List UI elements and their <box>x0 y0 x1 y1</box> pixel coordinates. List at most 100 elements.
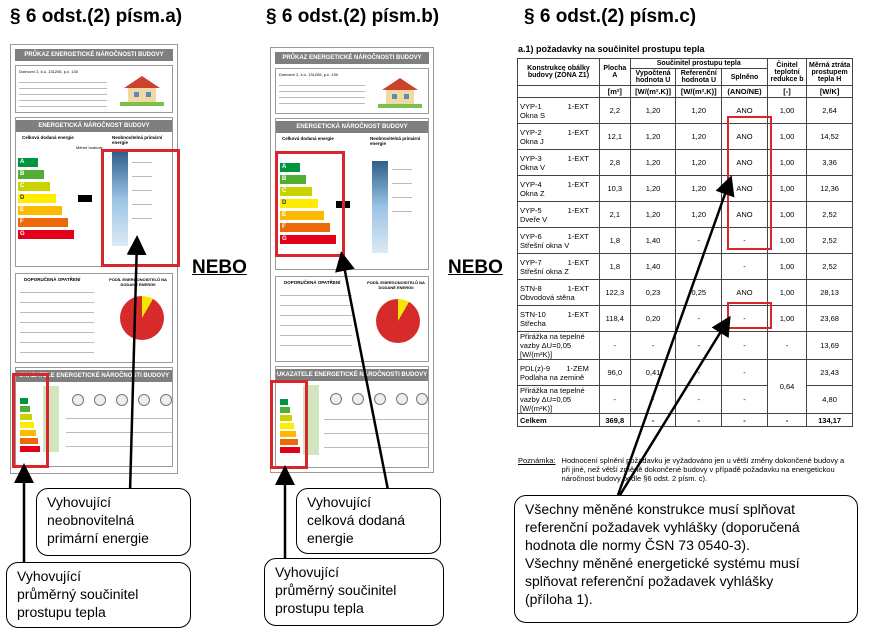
cell-h: 14,52 <box>806 123 853 150</box>
cell-area: 2,2 <box>598 97 631 124</box>
indicator-icon <box>330 393 342 405</box>
table-caption: a.1) požadavky na součinitel prostupu te… <box>518 44 705 54</box>
heading-a: § 6 odst.(2) písm.a) <box>10 6 183 27</box>
share-title: PODÍL ENERGONOSITELŮ NA DODANÉ ENERGII <box>109 277 167 287</box>
rec-title: DOPORUČENÁ OPATŘENÍ <box>284 280 341 285</box>
cell-area: 2,1 <box>598 201 631 228</box>
construction-name: Podlaha na zemině <box>520 372 585 382</box>
cell-area: 1,8 <box>598 227 631 254</box>
cell-b: 1,00 <box>766 149 808 176</box>
cell-u: 1,20 <box>629 123 677 150</box>
construction-name: Střecha <box>520 318 546 328</box>
ind-scale-d <box>280 423 294 429</box>
indicator-icon <box>94 394 106 406</box>
construction-name: Přirážka na tepelné vazby ΔU=0,05 [W/(m²… <box>520 386 585 413</box>
indicators-title: UKAZATELE ENERGETICKÉ NÁROČNOSTI BUDOVY <box>276 369 428 381</box>
cell-h: 23,68 <box>806 305 853 332</box>
construction-name: Okna J <box>520 136 544 146</box>
callout-primary-energy-a: Vyhovující neobnovitelná primární energi… <box>36 488 191 556</box>
col-cinitel: Činitel teplotní redukce b <box>766 58 808 86</box>
callout-line: energie <box>307 530 354 546</box>
callout-line: hodnota dle normy ČSN 73 0540-3). <box>525 537 750 553</box>
construction-code: VYP-3 <box>520 153 542 163</box>
energy-share-pie <box>376 299 420 343</box>
indicator-icon <box>374 393 386 405</box>
callout-line: Všechny měněné konstrukce musí splňovat <box>525 501 796 517</box>
col-vypoctena: Vypočtená hodnota U <box>629 68 677 86</box>
table-note: Poznámka: Hodnocení splnění požadavku je… <box>518 456 854 483</box>
building-info-panel: Domovní 2, k.ú. 131206, p.č. 130 <box>275 68 429 114</box>
callout-line: Vyhovující <box>47 494 112 510</box>
arrow-primary-a <box>126 235 147 493</box>
total-label: Celkem <box>517 413 600 427</box>
construction-code: VYP-1 <box>520 101 542 111</box>
ind-scale-b <box>280 407 290 413</box>
scale-c: C <box>18 182 50 191</box>
arrow-table-2 <box>618 315 731 496</box>
construction-name: Okna V <box>520 162 546 172</box>
cell-b: 1,00 <box>766 123 808 150</box>
highlight-splneno-wall <box>727 302 772 329</box>
cell-b-merged: 0,64 <box>766 359 808 414</box>
construction-type: 1-EXT <box>567 257 589 267</box>
callout-line: (příloha 1). <box>525 591 593 607</box>
construction-type: 1-EXT <box>567 127 589 137</box>
cell-area: 122,3 <box>598 279 631 306</box>
indicator-icon <box>352 393 364 405</box>
ind-scale-c <box>280 415 292 421</box>
construction-name: Obvodová stěna <box>520 292 575 302</box>
construction-code: VYP-7 <box>520 257 542 267</box>
callout-line: prostupu tepla <box>17 604 106 620</box>
note-label: Poznámka: <box>518 456 556 465</box>
construction-type: 1-EXT <box>567 179 589 189</box>
cell-area: 12,1 <box>598 123 631 150</box>
construction-code: PDL(z)-9 <box>520 363 551 373</box>
construction-name: Okna S <box>520 110 546 120</box>
construction-type: 1-EXT <box>567 153 589 163</box>
cell-b: 1,00 <box>766 201 808 228</box>
energy-certificate-a: PRŮKAZ ENERGETICKÉ NÁROČNOSTI BUDOVY Dom… <box>10 44 178 474</box>
house-icon <box>378 78 422 108</box>
ind-scale-b <box>20 406 30 412</box>
scale-g: G <box>280 235 336 244</box>
ind-scale-f <box>20 438 38 444</box>
scale-g: G <box>18 230 74 239</box>
cell-area: 10,3 <box>598 175 631 202</box>
construction-type: 1-EXT <box>567 283 589 293</box>
construction-name: Střešní okna Z <box>520 266 569 276</box>
total-ok: - <box>721 413 768 427</box>
indicator-icon <box>138 394 150 406</box>
cell-h: 2,64 <box>806 97 853 124</box>
total-b: - <box>766 413 808 427</box>
ind-scale-f <box>280 439 298 445</box>
callout-line: prostupu tepla <box>275 600 364 616</box>
scale-d: D <box>18 194 56 203</box>
ind-scale-e <box>280 431 296 437</box>
callout-line: Vyhovující <box>307 494 372 510</box>
highlight-primary-energy-a <box>101 149 180 267</box>
construction-cell: VYP-3 1-EXT Okna V <box>517 149 600 176</box>
construction-code: VYP-6 <box>520 231 542 241</box>
heading-c: § 6 odst.(2) písm.c) <box>524 6 697 27</box>
callout-line: celková dodaná <box>307 512 406 528</box>
ind-scale-a <box>20 398 28 404</box>
scale-f: F <box>18 218 68 227</box>
callout-envelope-a: Vyhovující průměrný součinitel prostupu … <box>6 562 191 628</box>
ind-scale-a <box>280 399 288 405</box>
ind-scale-c <box>20 414 32 420</box>
callout-line: Vyhovující <box>17 568 82 584</box>
construction-name: Dveře V <box>520 214 548 224</box>
cell-h: 2,52 <box>806 201 853 228</box>
construction-type: 1-ZEM <box>566 363 589 373</box>
construction-code: VYP-2 <box>520 127 542 137</box>
share-title: PODÍL ENERGONOSITELŮ NA DODANÉ ENERGII <box>367 280 425 290</box>
recommendations-panel: DOPORUČENÁ OPATŘENÍ PODÍL ENERGONOSITELŮ… <box>15 273 173 363</box>
